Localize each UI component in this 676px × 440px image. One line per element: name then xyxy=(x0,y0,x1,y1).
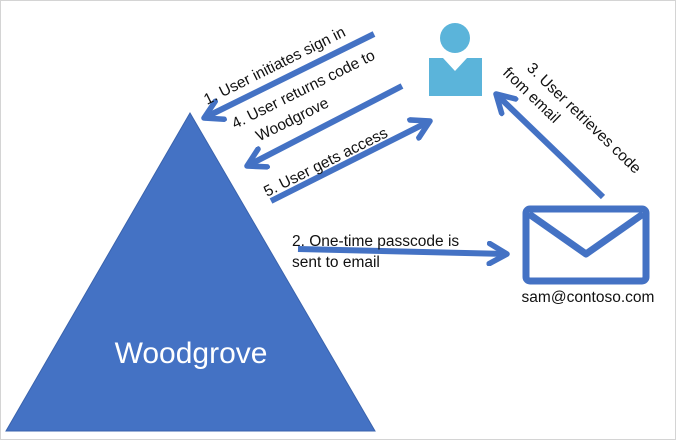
arrow-step-2 xyxy=(297,249,507,254)
arrow-step-5 xyxy=(269,121,430,204)
step-5-label: 5. User gets access xyxy=(261,125,391,201)
step-3-line-1: 3. User retrieves code xyxy=(523,60,644,178)
person-icon xyxy=(429,23,482,96)
email-address-label: sam@contoso.com xyxy=(522,289,655,306)
woodgrove-triangle xyxy=(5,112,376,432)
arrow-step-4 xyxy=(247,83,404,166)
arrow-step-3 xyxy=(496,94,606,200)
step-2-label: 2. One-time passcode is sent to email xyxy=(292,233,463,271)
envelope-icon xyxy=(522,205,650,285)
step-2-line-2: sent to email xyxy=(292,254,380,271)
step-2-line-1: 2. One-time passcode is xyxy=(292,233,459,250)
arrow-step-1 xyxy=(204,31,376,118)
woodgrove-label: Woodgrove xyxy=(115,337,268,370)
